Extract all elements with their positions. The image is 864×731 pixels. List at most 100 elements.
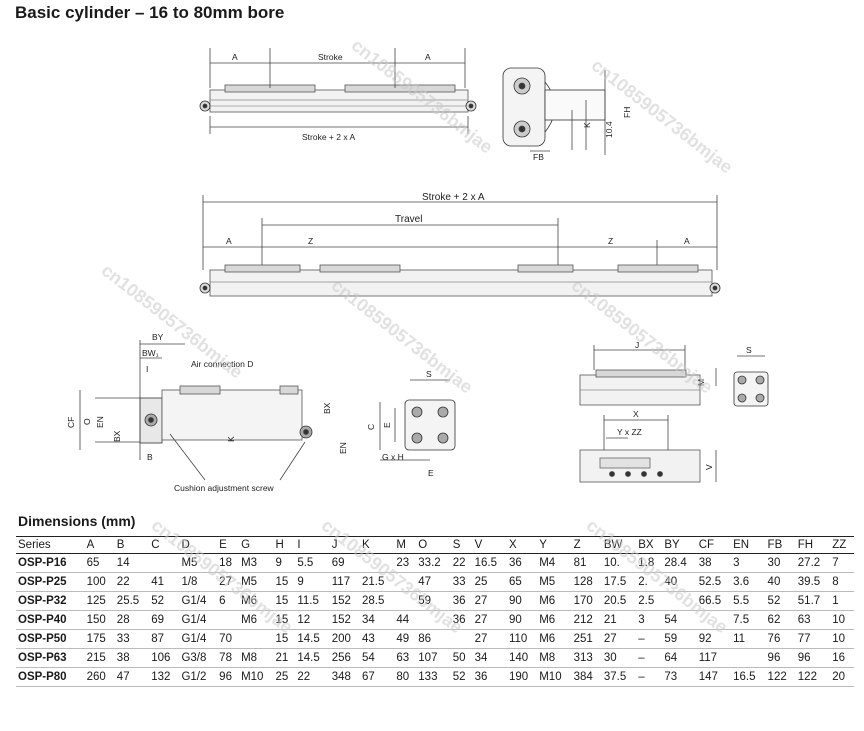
table-cell: 34 xyxy=(472,648,507,668)
table-cell: 90 xyxy=(506,591,538,611)
table-cell: 27 xyxy=(601,629,637,649)
column-header: EN xyxy=(731,536,766,554)
mount-view: J M S X Y x ZZ V xyxy=(579,340,769,483)
table-cell: 36 xyxy=(472,667,507,687)
column-header: I xyxy=(295,536,330,554)
table-cell: 212 xyxy=(571,610,602,630)
series-cell: OSP-P63 xyxy=(16,648,85,668)
table-cell: 117 xyxy=(329,572,360,592)
table-cell xyxy=(359,553,395,573)
table-cell: 65 xyxy=(84,553,115,573)
table-cell: 87 xyxy=(149,629,180,649)
table-cell xyxy=(239,629,274,649)
label-k: K xyxy=(582,122,592,128)
table-cell: 33 xyxy=(450,572,473,592)
table-cell: 77 xyxy=(795,629,831,649)
table-cell: 54 xyxy=(662,610,697,630)
column-header: CF xyxy=(696,536,732,554)
table-cell: M6 xyxy=(537,629,572,649)
table-cell: 30 xyxy=(601,648,637,668)
table-cell: 96 xyxy=(795,648,831,668)
table-cell: 215 xyxy=(84,648,115,668)
table-cell: 40 xyxy=(662,572,697,592)
table-cell: 30 xyxy=(765,553,796,573)
column-header: G xyxy=(239,536,274,554)
table-cell: 40 xyxy=(765,572,796,592)
label-en-right: EN xyxy=(338,442,348,454)
label-stroke-2a: Stroke + 2 x A xyxy=(302,132,355,142)
table-cell: 2.5 xyxy=(636,591,663,611)
table-cell: 14.5 xyxy=(295,629,330,649)
table-cell: 28.5 xyxy=(359,591,395,611)
table-cell: 73 xyxy=(662,667,697,687)
table-cell: G1/4 xyxy=(179,591,218,611)
table-cell: 43 xyxy=(359,629,395,649)
table-cell: 12 xyxy=(295,610,330,630)
column-header: Y xyxy=(537,536,572,554)
table-cell: M6 xyxy=(537,610,572,630)
table-cell: 100 xyxy=(84,572,115,592)
label-y-zz: Y x ZZ xyxy=(617,427,642,437)
technical-drawings: A Stroke A Stroke + 2 x A FH K 10.4 FB xyxy=(0,30,864,505)
table-cell: 64 xyxy=(662,648,697,668)
column-header: B xyxy=(114,536,150,554)
column-header: A xyxy=(84,536,115,554)
table-cell: M6 xyxy=(239,591,274,611)
table-cell: 21 xyxy=(273,648,296,668)
table-cell: 25.5 xyxy=(114,591,150,611)
table-cell: 81 xyxy=(571,553,602,573)
table-cell: 190 xyxy=(506,667,538,687)
table-cell: 152 xyxy=(329,591,360,611)
table-cell: 50 xyxy=(450,648,473,668)
table-cell: 7 xyxy=(830,553,854,573)
table-cell: M6 xyxy=(239,610,274,630)
table-cell: 140 xyxy=(506,648,538,668)
table-cell: 313 xyxy=(571,648,602,668)
table-cell: 39.5 xyxy=(795,572,831,592)
table-cell: 6 xyxy=(217,591,240,611)
label-a-right: A xyxy=(425,52,431,62)
label-bx-right: BX xyxy=(322,402,332,414)
table-cell: 1 xyxy=(830,591,854,611)
table-cell: 38 xyxy=(696,553,732,573)
table-cell: M10 xyxy=(537,667,572,687)
label-a-left-long: A xyxy=(226,236,232,246)
label-v: V xyxy=(704,464,714,470)
table-cell: 78 xyxy=(217,648,240,668)
table-cell xyxy=(394,572,417,592)
table-cell: 260 xyxy=(84,667,115,687)
table-cell: M3 xyxy=(239,553,274,573)
table-cell: 20 xyxy=(830,667,854,687)
table-cell xyxy=(149,553,180,573)
series-cell: OSP-P40 xyxy=(16,610,85,630)
label-by: BY xyxy=(152,332,164,342)
table-cell: 17.5 xyxy=(601,572,637,592)
label-s-right: S xyxy=(746,345,752,355)
table-cell: 67 xyxy=(359,667,395,687)
table-cell: M5 xyxy=(239,572,274,592)
table-cell: 23 xyxy=(394,553,417,573)
table-cell: 36 xyxy=(450,591,473,611)
table-cell: 27 xyxy=(472,629,507,649)
series-cell: OSP-P16 xyxy=(16,553,85,573)
table-cell: 34 xyxy=(359,610,395,630)
table-cell: M8 xyxy=(537,648,572,668)
table-cell: 15 xyxy=(273,591,296,611)
label-en: EN xyxy=(95,416,105,428)
table-cell: M5 xyxy=(179,553,218,573)
table-cell xyxy=(731,648,766,668)
table-cell: 16.5 xyxy=(731,667,766,687)
table-cell: 41 xyxy=(149,572,180,592)
table-cell: M4 xyxy=(537,553,572,573)
series-cell: OSP-P25 xyxy=(16,572,85,592)
column-header: M xyxy=(394,536,417,554)
table-cell: 36 xyxy=(506,553,538,573)
column-header: FH xyxy=(795,536,831,554)
table-cell: 125 xyxy=(84,591,115,611)
table-cell: M10 xyxy=(239,667,274,687)
